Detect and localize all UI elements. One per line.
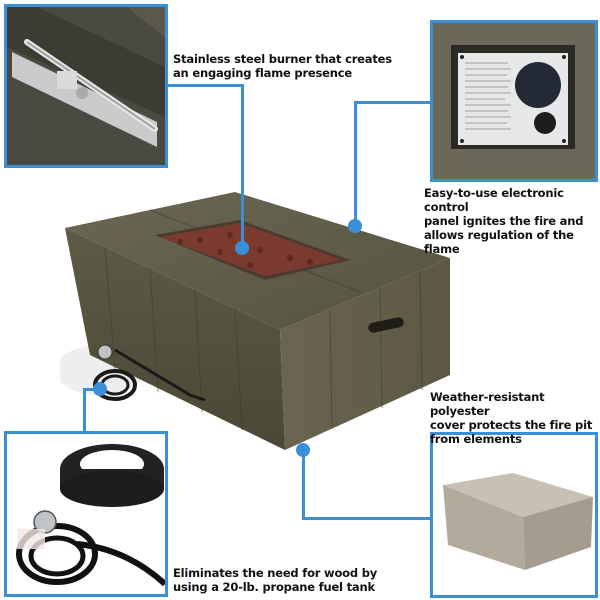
control-panel-caption: Easy-to-use electronic control panel ign… <box>424 186 600 256</box>
cover-caption: Weather-resistant polyester cover protec… <box>430 390 600 446</box>
caption-line: using a 20-lb. propane fuel tank <box>173 580 375 594</box>
propane-caption: Eliminates the need for wood by using a … <box>173 566 377 594</box>
caption-line: an engaging flame presence <box>173 66 352 80</box>
caption-line: cover protects the fire pit <box>430 418 593 432</box>
caption-line: Weather-resistant polyester <box>430 390 545 418</box>
burner-caption: Stainless steel burner that creates an e… <box>173 52 392 80</box>
caption-line: Stainless steel burner that creates <box>173 52 392 66</box>
cover-connector-line <box>302 450 305 520</box>
caption-line: Easy-to-use electronic control <box>424 186 564 214</box>
burner-connector-line <box>168 84 243 87</box>
propane-connector-line <box>83 388 95 391</box>
burner-inset-image <box>4 4 168 168</box>
cover-inset-image <box>430 432 598 598</box>
control-panel-inset-image <box>430 20 598 182</box>
control-panel-connector-dot <box>348 219 362 233</box>
propane-connector-dot <box>93 382 107 396</box>
fire-pit-product-image <box>60 180 450 450</box>
caption-line: panel ignites the fire and <box>424 214 584 228</box>
propane-connector-line <box>83 388 86 433</box>
burner-connector-dot <box>235 241 249 255</box>
control-panel-connector-line <box>354 101 430 104</box>
control-panel-connector-line <box>354 101 357 226</box>
propane-accessories-inset-image <box>4 431 168 597</box>
cover-connector-line <box>302 517 430 520</box>
caption-line: Eliminates the need for wood by <box>173 566 378 580</box>
burner-connector-line <box>241 84 244 248</box>
caption-line: allows regulation of the flame <box>424 228 574 256</box>
caption-line: from elements <box>430 432 522 446</box>
